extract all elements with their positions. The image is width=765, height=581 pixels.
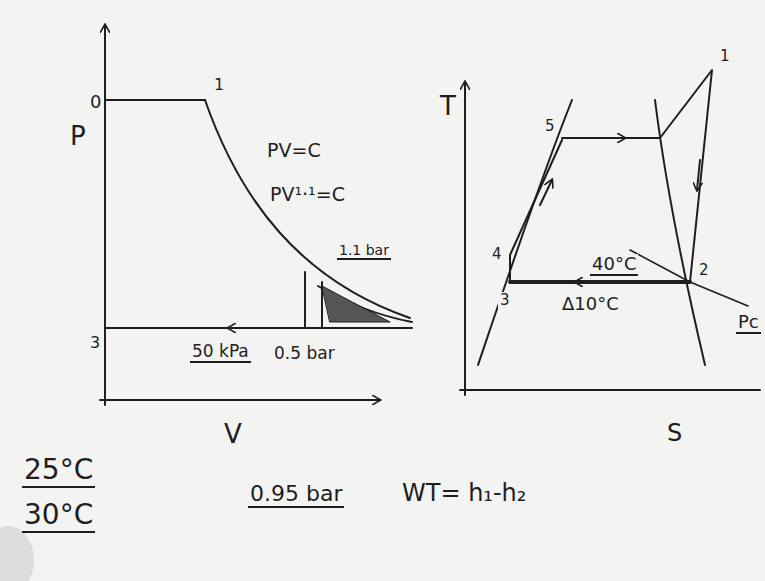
eraser-smudge: [0, 526, 34, 581]
flow-arrow: [575, 281, 600, 283]
pump-heating-line: [510, 140, 562, 282]
pressure-label: 50 kPa: [190, 342, 251, 363]
liquid-line: [478, 100, 572, 365]
pressure-label: 1.1 bar: [337, 243, 391, 260]
state-number: 1: [212, 76, 226, 94]
axis-label: V: [222, 420, 244, 449]
pressure-note: 0.95 bar: [248, 482, 344, 508]
isobar-line: [630, 250, 748, 306]
temperature-note: 30°C: [22, 500, 95, 533]
state-number: 1: [718, 48, 732, 65]
state-number: 0: [88, 92, 103, 112]
polytropic-curve: [318, 286, 412, 322]
state-number: 2: [697, 262, 711, 279]
flow-arrow: [600, 137, 625, 139]
s-axis: [460, 389, 760, 391]
state-number: 5: [543, 118, 557, 135]
isothermal-curve: [205, 100, 410, 318]
work-equation: WT= h₁-h₂: [400, 480, 528, 506]
release-line: [304, 272, 306, 328]
temperature-label: 40°C: [590, 254, 638, 276]
axis-label: S: [665, 420, 684, 446]
temperature-note: 25°C: [22, 455, 95, 488]
condenser-line: [510, 280, 690, 284]
pressure-label: 0.5 bar: [272, 344, 337, 363]
temperature-label: Δ10°C: [560, 294, 621, 314]
flow-arrow: [540, 180, 552, 205]
process-label: PV=C: [265, 140, 323, 161]
state-number: 3: [498, 292, 512, 309]
process-label: PV¹·¹=C: [268, 184, 347, 205]
state-number: 4: [490, 246, 504, 263]
t-axis: [464, 82, 466, 395]
state-number: 3: [88, 334, 102, 352]
boiler-turbine-line: [562, 70, 712, 282]
shaded-area: [322, 286, 390, 322]
exhaust-line: [105, 327, 412, 329]
admission-line: [105, 99, 205, 101]
vapour-line: [655, 100, 705, 365]
release-line: [321, 282, 323, 328]
flow-arrow: [697, 160, 700, 190]
pressure-label: Pc: [736, 312, 761, 334]
flow-arrow: [228, 327, 260, 329]
p-axis: [104, 25, 106, 405]
axis-label: T: [438, 92, 458, 121]
v-axis: [100, 399, 380, 401]
axis-label: P: [68, 122, 88, 151]
